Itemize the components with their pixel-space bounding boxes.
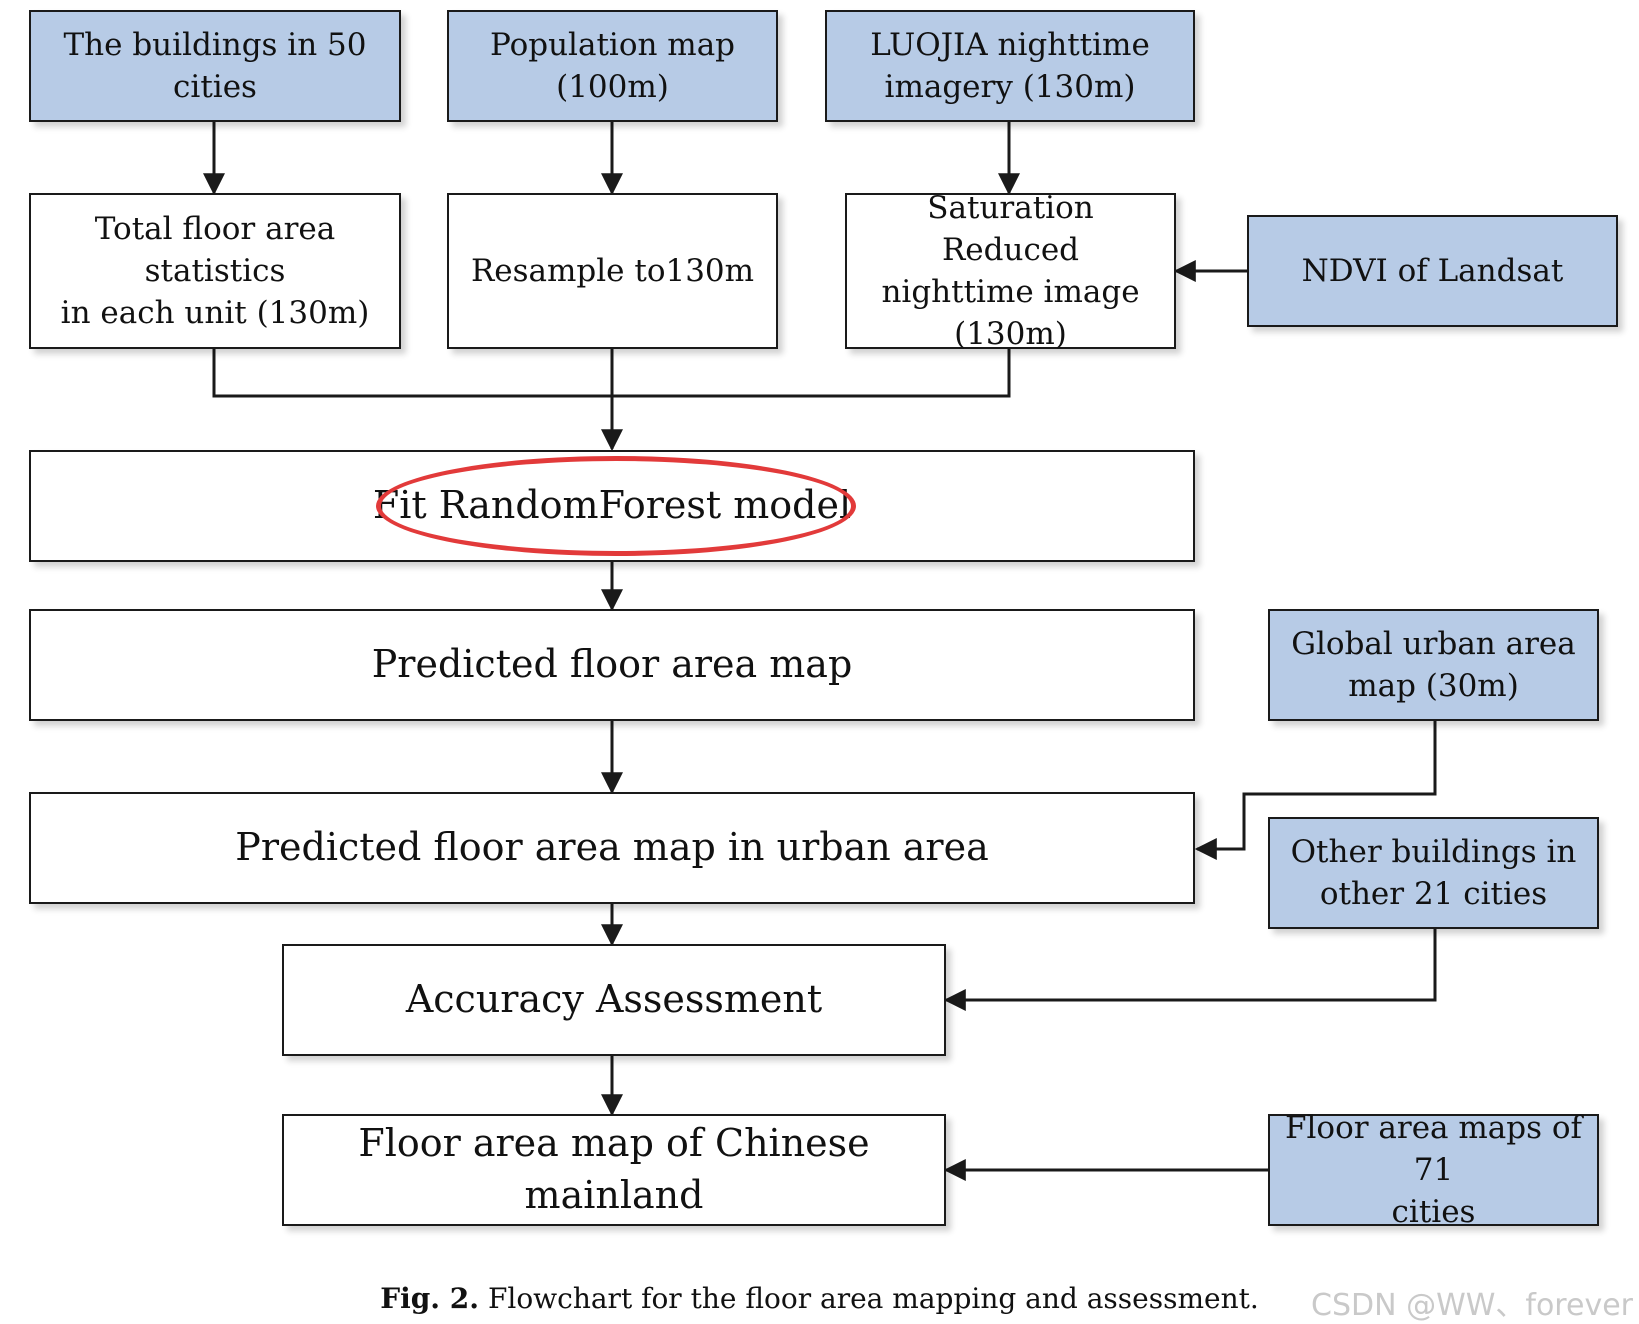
node-ndvi-landsat: NDVI of Landsat [1247, 215, 1618, 327]
caption-text: Flowchart for the floor area mapping and… [487, 1282, 1259, 1315]
node-accuracy-assessment: Accuracy Assessment [282, 944, 946, 1056]
node-label: NDVI of Landsat [1301, 252, 1564, 289]
arrow-global-to-urban [1194, 721, 1437, 860]
node-label: Population map (100m) [489, 26, 736, 105]
figure-caption: Fig. 2. Flowchart for the floor area map… [0, 1282, 1639, 1315]
node-predicted-floor-area-map: Predicted floor area map [29, 609, 1195, 721]
node-label: Other buildings in other 21 cities [1290, 833, 1577, 912]
node-label: Saturation Reduced nighttime image (130m… [881, 189, 1140, 353]
node-saturation-reduced: Saturation Reduced nighttime image (130m… [845, 190, 1176, 352]
node-floor-area-71-cities: Floor area maps of 71 cities [1268, 1110, 1599, 1230]
caption-label: Fig. 2. [380, 1282, 480, 1315]
node-label: Predicted floor area map in urban area [235, 825, 989, 870]
node-global-urban-area: Global urban area map (30m) [1268, 609, 1599, 721]
node-luojia-imagery: LUOJIA nighttime imagery (130m) [825, 10, 1195, 122]
node-label: Resample to130m [470, 252, 755, 289]
node-label: Predicted floor area map [371, 642, 853, 687]
node-label: Total floor area statistics in each unit… [60, 210, 370, 332]
node-predicted-urban-area: Predicted floor area map in urban area [29, 792, 1195, 904]
node-label: Floor area maps of 71 cities [1284, 1109, 1583, 1231]
highlight-ellipse [376, 456, 856, 556]
node-population-map: Population map (100m) [447, 10, 778, 122]
node-label: Accuracy Assessment [405, 977, 823, 1022]
arrow-other-to-accuracy [943, 929, 1437, 1011]
node-label: Floor area map of Chinese mainland [358, 1121, 870, 1217]
watermark: CSDN @WW、forever [1311, 1288, 1633, 1323]
node-floor-area-mainland: Floor area map of Chinese mainland [282, 1114, 946, 1226]
node-other-buildings: Other buildings in other 21 cities [1268, 817, 1599, 929]
node-label: The buildings in 50 cities [63, 26, 367, 105]
node-resample: Resample to130m [447, 193, 778, 349]
node-buildings-50-cities: The buildings in 50 cities [29, 10, 401, 122]
node-label: LUOJIA nighttime imagery (130m) [870, 26, 1150, 105]
node-total-floor-area: Total floor area statistics in each unit… [29, 193, 401, 349]
node-label: Global urban area map (30m) [1291, 625, 1576, 704]
